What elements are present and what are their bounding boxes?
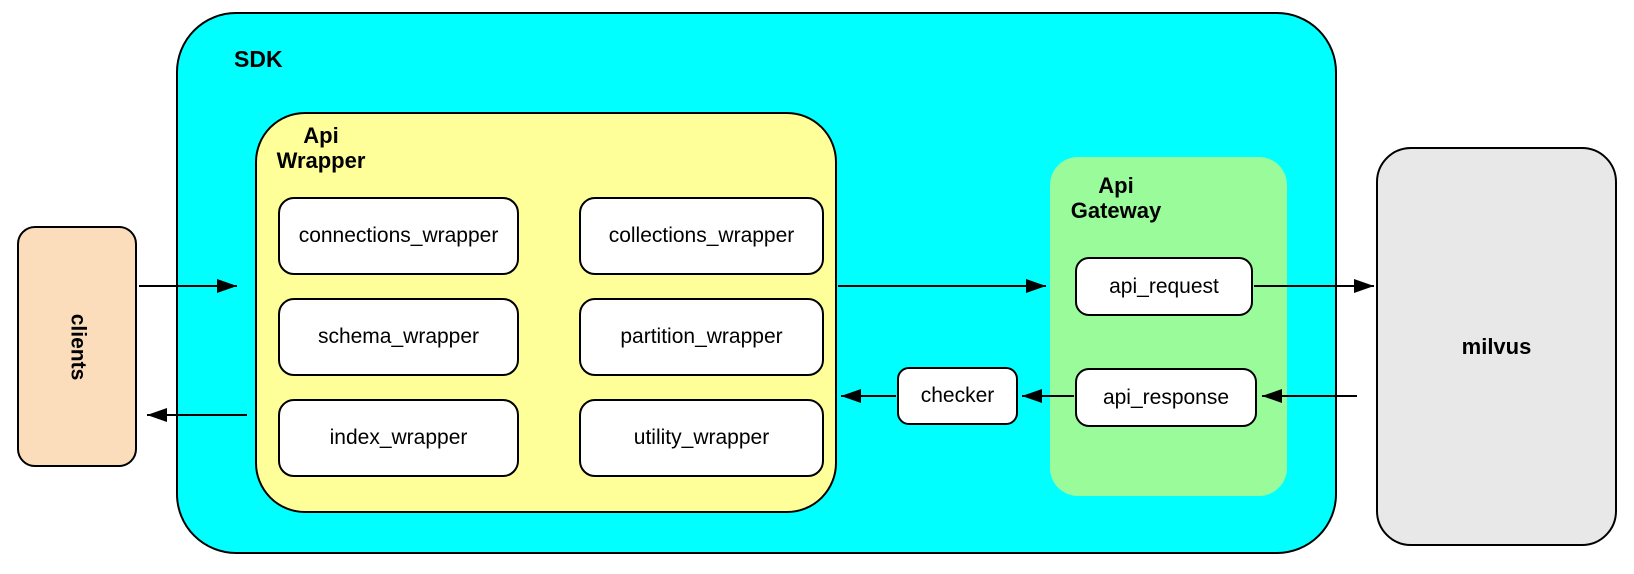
node-api-response: api_response: [1075, 368, 1257, 427]
node-checker: checker: [897, 367, 1018, 425]
sdk-label: SDK: [234, 46, 283, 72]
api-gateway-container: Api Gateway api_request api_response: [1050, 157, 1287, 496]
api-gateway-label: Api Gateway: [1070, 173, 1162, 223]
api-wrapper-container: Api Wrapper connections_wrapper collecti…: [255, 112, 837, 513]
node-utility-wrapper: utility_wrapper: [579, 399, 824, 477]
node-index-wrapper: index_wrapper: [278, 399, 519, 477]
node-collections-wrapper: collections_wrapper: [579, 197, 824, 275]
node-partition-wrapper: partition_wrapper: [579, 298, 824, 376]
node-clients: clients: [17, 226, 137, 467]
node-api-request: api_request: [1075, 257, 1253, 316]
api-wrapper-label: Api Wrapper: [276, 123, 366, 173]
clients-label: clients: [66, 313, 89, 380]
node-schema-wrapper: schema_wrapper: [278, 298, 519, 376]
node-milvus: milvus: [1376, 147, 1617, 546]
node-connections-wrapper: connections_wrapper: [278, 197, 519, 275]
